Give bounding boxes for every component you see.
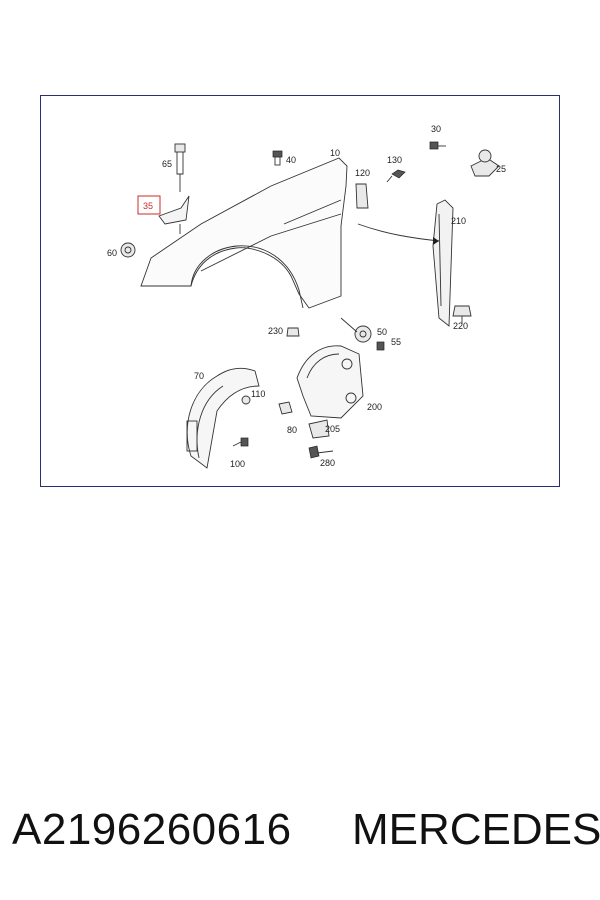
liner-70: [186, 367, 260, 469]
callout-60: 60: [107, 248, 117, 258]
bracket-205: [308, 419, 330, 439]
bolt-40: [272, 150, 283, 166]
callout-120: 120: [355, 168, 370, 178]
callout-10: 10: [330, 148, 340, 158]
callout-210: 210: [451, 216, 466, 226]
callout-280: 280: [320, 458, 335, 468]
clip-230: [286, 327, 300, 337]
screw-30: [429, 141, 446, 150]
nut-60: [120, 242, 136, 258]
callout-110: 110: [251, 389, 265, 399]
bracket-210: [357, 199, 454, 327]
nut-25: [470, 149, 500, 177]
screw-55: [376, 341, 385, 351]
fender-part: [140, 157, 348, 309]
clip-120: [355, 183, 369, 209]
brand-name: MERCEDES: [352, 805, 600, 854]
nut-50: [340, 317, 372, 343]
callout-65: 65: [162, 159, 172, 169]
part-number: A2196260616: [12, 805, 292, 854]
bracket-35: [158, 195, 190, 234]
parts-diagram: 10 25 30 35 40 50 55 60 65 70 80 100 110…: [40, 95, 560, 487]
callout-40: 40: [286, 155, 296, 165]
callout-50: 50: [377, 327, 387, 337]
callout-55: 55: [391, 337, 401, 347]
nut-80: [278, 401, 293, 415]
bolt-100: [232, 437, 249, 447]
clip-220: [452, 305, 472, 324]
callout-220: 220: [453, 321, 468, 331]
exploded-view-drawing: 10 25 30 35 40 50 55 60 65 70 80 100 110…: [107, 124, 506, 469]
bolt-65: [174, 143, 186, 192]
liner-200: [296, 345, 364, 419]
callout-100: 100: [230, 459, 245, 469]
callout-25: 25: [496, 164, 506, 174]
callout-70: 70: [194, 371, 204, 381]
callout-30: 30: [431, 124, 441, 134]
rivet-130: [386, 169, 406, 183]
bolt-280: [308, 445, 334, 459]
callout-230: 230: [268, 326, 283, 336]
clip-110: [241, 395, 251, 405]
callout-35: 35: [143, 201, 153, 211]
callout-80: 80: [287, 425, 297, 435]
callout-205: 205: [325, 424, 340, 434]
callout-200: 200: [367, 402, 382, 412]
callout-130: 130: [387, 155, 402, 165]
highlight-box-35: [137, 195, 161, 215]
